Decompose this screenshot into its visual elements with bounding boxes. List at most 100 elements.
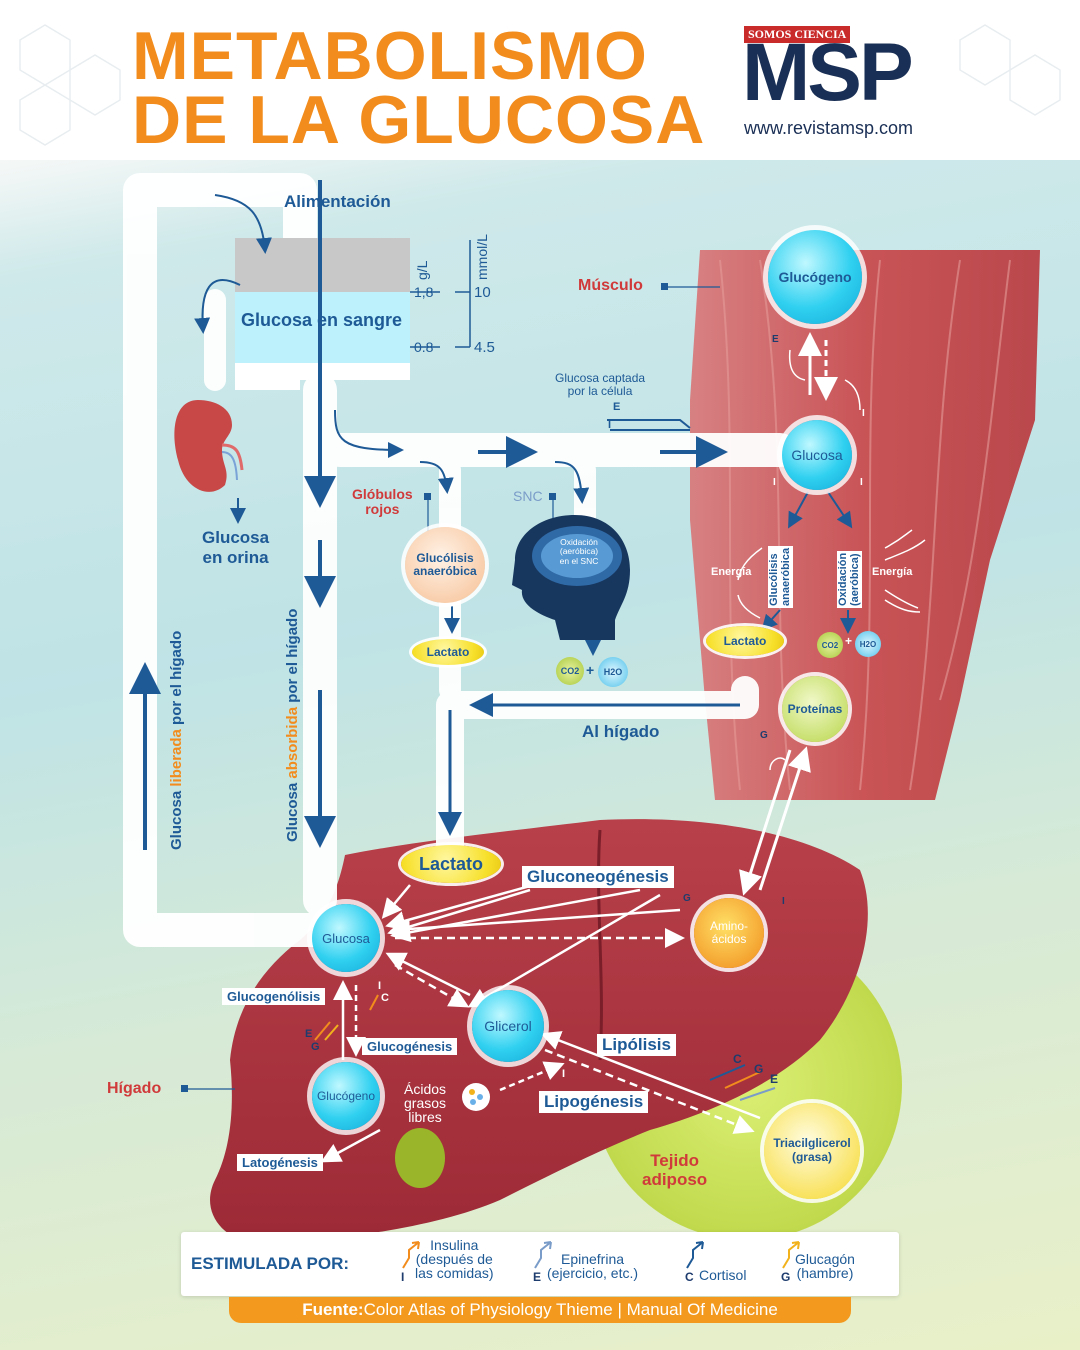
legend-text-line: Cortisol xyxy=(699,1267,747,1283)
amino-g-letter: G xyxy=(683,893,691,904)
proteins-node: Proteínas xyxy=(782,676,848,742)
cns-co2-node: CO2 xyxy=(556,657,584,685)
released-suffix: por el hígado xyxy=(168,630,185,730)
glycogen-e-letter: E xyxy=(305,1028,313,1040)
kidney-icon xyxy=(174,400,244,492)
uptake-label: Glucosa captada por la célula xyxy=(555,371,646,398)
uptake-i-letter: I xyxy=(608,419,612,431)
muscle-lactate-node: Lactato xyxy=(706,626,784,656)
liver-glucose-node: Glucosa xyxy=(312,904,380,972)
head-brain-icon xyxy=(512,515,630,640)
muscle-shape xyxy=(690,250,1040,800)
gallbladder-shape xyxy=(395,1128,445,1188)
muscle-oxidation-line-1: Oxidación xyxy=(837,552,849,606)
cns-oxidation-line-2: (aeróbica) xyxy=(559,546,599,557)
unit-gl: g/L xyxy=(414,260,430,280)
cns-oxidation-label: Oxidación (aeróbica) en el SNC xyxy=(556,537,602,566)
amino-i-letter: I xyxy=(782,896,785,907)
source-label: Fuente: xyxy=(302,1300,364,1319)
legend-text: Cortisol xyxy=(699,1268,746,1282)
gluconeogenesis-label: Gluconeogénesis xyxy=(522,866,674,888)
cns-plus: + xyxy=(586,662,595,678)
muscle-co2-node: CO2 xyxy=(817,632,843,658)
low-gl-value: 0.8 xyxy=(414,339,434,355)
released-highlight: liberada xyxy=(168,729,185,787)
adipose-tissue-label: Tejido adiposo xyxy=(642,1151,708,1189)
legend-letter: E xyxy=(533,1270,542,1284)
muscle-oxidation-line-2: (aeróbica) xyxy=(848,553,861,606)
muscle-plus: + xyxy=(845,634,853,648)
energy-left-label: Energía xyxy=(711,566,752,578)
absorbed-prefix: Glucosa xyxy=(284,778,301,842)
legend-title: ESTIMULADA POR: xyxy=(191,1254,350,1273)
absorbed-highlight: absorbida xyxy=(284,706,301,779)
legend-text-line: las comidas) xyxy=(415,1265,494,1281)
glycerol-node: Glicerol xyxy=(472,990,544,1062)
title-line-1: METABOLISMO xyxy=(132,18,648,94)
low-mmol-value: 4.5 xyxy=(474,339,495,356)
muscle-label: Músculo xyxy=(578,277,643,294)
rbc-glycolysis-line-2: anaeróbica xyxy=(413,564,477,578)
ffa-line-3: libres xyxy=(408,1109,442,1125)
urine-glucose-line-2: en orina xyxy=(202,547,269,567)
high-gl-value: 1,8 xyxy=(414,284,434,300)
amino-acids-node: Amino-ácidos xyxy=(694,898,764,968)
legend-letter: G xyxy=(781,1270,791,1284)
muscle-glucose-node: Glucosa xyxy=(782,420,852,490)
red-blood-cells-label: Glóbulos rojos xyxy=(352,487,413,516)
adipose-c-letter: C xyxy=(733,1052,742,1066)
brand-logo: SOMOS CIENCIA MSP www.revistamsp.com xyxy=(742,26,952,141)
feeding-label: Alimentación xyxy=(284,192,391,211)
liver-lactate-node: Lactato xyxy=(401,845,501,883)
glycogenesis-label: Glucogénesis xyxy=(362,1038,458,1055)
lipolysis-label: Lipólisis xyxy=(597,1034,676,1056)
proteins-g-letter: G xyxy=(760,730,768,741)
legend-arrow-icon xyxy=(534,1241,552,1269)
ffa-line-1: Ácidos xyxy=(404,1081,447,1097)
muscle-oxidation-label: Oxidación (aeróbica) xyxy=(837,550,863,608)
urine-glucose-line-1: Glucosa xyxy=(202,528,270,547)
free-fatty-acids-label: Ácidos grasos libres xyxy=(404,1082,446,1124)
released-prefix: Glucosa xyxy=(168,786,185,850)
muscle-i-letter: I xyxy=(862,408,865,419)
lipogenesis-i-letter: I xyxy=(562,1068,566,1080)
unit-mmol: mmol/L xyxy=(474,234,490,280)
legend-text-line: (después de xyxy=(415,1251,493,1267)
legend-arrow-icon xyxy=(686,1241,704,1269)
legend-arrow-icon xyxy=(402,1241,420,1269)
brand-url: www.revistamsp.com xyxy=(744,118,914,138)
energy-right-label: Energía xyxy=(872,566,913,578)
triacylglycerol-line-1: Triacilglicerol xyxy=(773,1136,851,1151)
rbc-label-line-2: rojos xyxy=(365,500,400,517)
urine-glucose-label: Glucosa en orina xyxy=(202,528,269,567)
uptake-line-1: Glucosa captada xyxy=(555,371,646,385)
rbc-label-line-1: Glóbulos xyxy=(352,486,413,502)
fatty-acid-icon xyxy=(462,1083,490,1111)
liver-label: Hígado xyxy=(107,1080,162,1097)
glycogen-i-letter: I xyxy=(378,980,382,992)
glycogen-g-letter: G xyxy=(311,1041,320,1053)
legend-text-line: (hambre) xyxy=(796,1265,854,1281)
rbc-glycolysis-line-1: Glucólisis xyxy=(416,550,474,565)
triacylglycerol-node: Triacilglicerol(grasa) xyxy=(764,1103,860,1199)
blood-glucose-label: Glucosa en sangre xyxy=(241,310,403,330)
lactogenesis-label: Latogénesis xyxy=(237,1154,323,1171)
cns-oxidation-line-1: Oxidación xyxy=(560,537,598,547)
legend-letter: C xyxy=(685,1270,694,1284)
amino-line-1: Amino- xyxy=(709,918,748,933)
glycogen-c-letter: C xyxy=(381,992,389,1004)
amino-line-2: ácidos xyxy=(711,932,747,946)
legend-text: Epinefrina(ejercicio, etc.) xyxy=(547,1252,638,1280)
legend-text-line: Epinefrina xyxy=(560,1251,625,1267)
released-by-liver-label: Glucosa liberada por el hígado xyxy=(168,631,185,850)
adipose-label-line-2: adiposo xyxy=(642,1169,708,1189)
liver-glycogen-node: Glucógeno xyxy=(312,1062,380,1130)
header: METABOLISMO DE LA GLUCOSA SOMOS CIENCIA … xyxy=(0,0,1080,160)
legend-letter: I xyxy=(401,1270,405,1284)
absorbed-by-liver-label: Glucosa absorbida por el hígado xyxy=(284,609,301,842)
